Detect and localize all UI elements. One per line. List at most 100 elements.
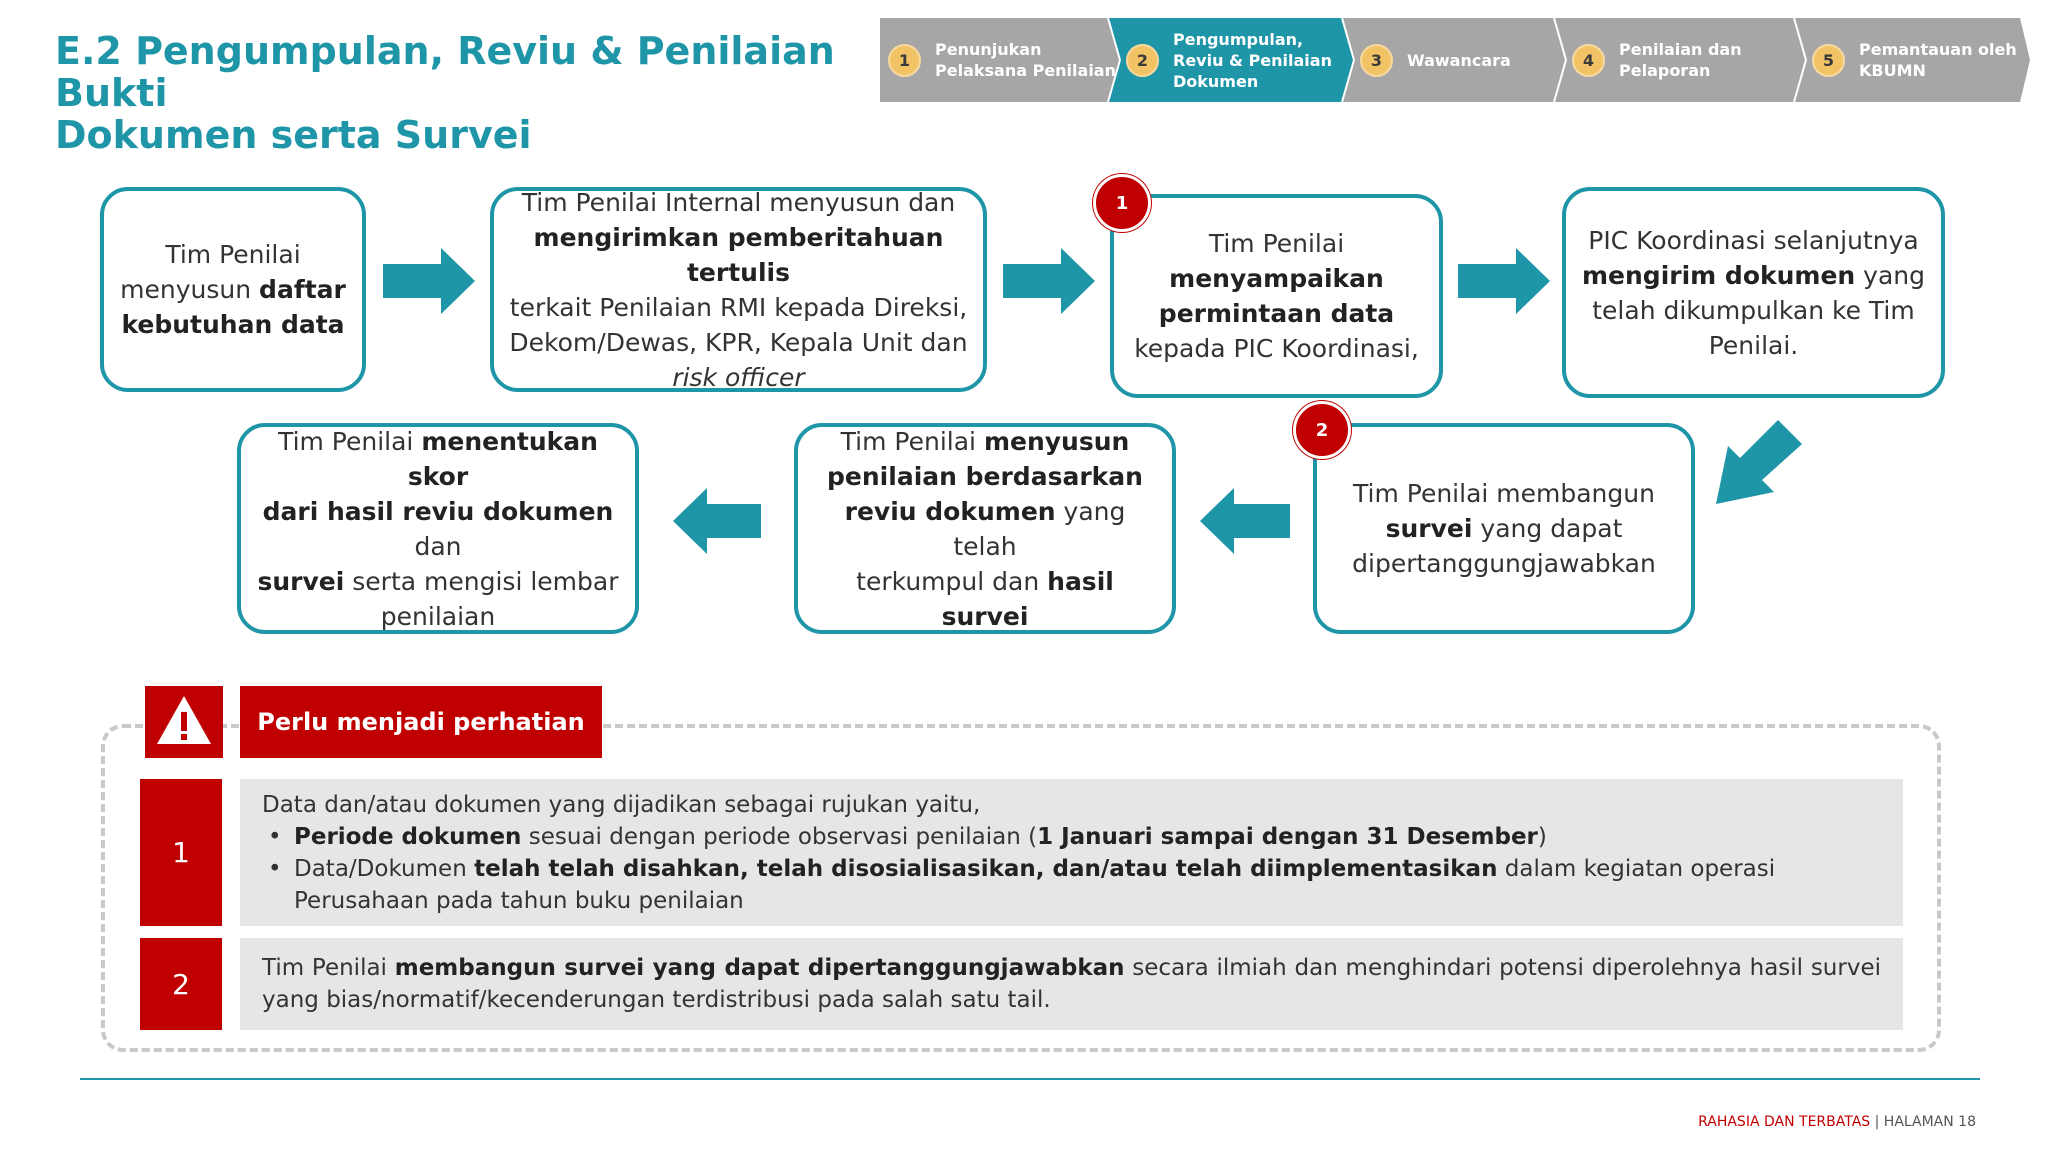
text: dan bbox=[414, 531, 462, 561]
step-divider bbox=[1107, 18, 1121, 61]
text: terkait Penilaian RMI kepada Direksi, bbox=[509, 292, 968, 322]
text-bold: mengirimkan pemberitahuan tertulis bbox=[533, 222, 944, 287]
arrow-right-icon bbox=[383, 248, 475, 314]
process-box-text: Tim Penilai menentukan skor dari hasil r… bbox=[253, 424, 623, 634]
text: telah dikumpulkan ke Tim bbox=[1592, 295, 1915, 325]
text: kepada PIC Koordinasi, bbox=[1134, 334, 1419, 363]
text-bold: Periode dokumen bbox=[294, 824, 522, 850]
step-label-line: Penunjukan bbox=[935, 40, 1042, 59]
text: PIC Koordinasi selanjutnya bbox=[1588, 225, 1919, 255]
text-bold: menyusun bbox=[983, 426, 1130, 456]
process-box-text: Tim Penilai menyusun penilaian berdasark… bbox=[810, 424, 1160, 634]
attention-item-1: Data dan/atau dokumen yang dijadikan seb… bbox=[240, 779, 1903, 926]
text-bold: 1 Januari sampai dengan 31 Desember bbox=[1037, 824, 1538, 850]
step-divider bbox=[1793, 59, 1807, 102]
step-number: 2 bbox=[1126, 43, 1159, 77]
attention-title: Perlu menjadi perhatian bbox=[240, 686, 602, 758]
step-divider bbox=[1793, 18, 1807, 61]
step-divider bbox=[1341, 59, 1355, 102]
step-2-bg bbox=[1108, 18, 1354, 102]
process-box-text: Tim Penilai menyampaikan permintaan data… bbox=[1134, 226, 1419, 366]
page-title: E.2 Pengumpulan, Reviu & Penilaian Bukti… bbox=[55, 30, 855, 156]
list-item: Data/Dokumen telah telah disahkan, telah… bbox=[262, 853, 1881, 917]
text: sesuai dengan periode observasi penilaia… bbox=[521, 824, 1038, 850]
step-label: Penunjukan Pelaksana Penilaian bbox=[935, 39, 1116, 81]
step-1[interactable]: 1 Penunjukan Pelaksana Penilaian bbox=[888, 18, 1116, 102]
step-5[interactable]: 5 Pemantauan oleh KBUMN bbox=[1812, 18, 2017, 102]
step-label-line: Wawancara bbox=[1407, 50, 1511, 70]
step-label-line: Penilaian dan bbox=[1619, 40, 1742, 59]
text: Tim Penilai bbox=[1208, 229, 1345, 258]
step-number: 1 bbox=[888, 43, 921, 77]
step-3[interactable]: 3 Wawancara bbox=[1360, 18, 1511, 102]
arrow-right-icon bbox=[1003, 248, 1095, 314]
process-stepper: 1 Penunjukan Pelaksana Penilaian 2 Pengu… bbox=[880, 18, 2030, 102]
step-badge-1: 1 bbox=[1093, 174, 1151, 232]
step-4[interactable]: 4 Penilaian dan Pelaporan bbox=[1572, 18, 1742, 102]
process-box-text: Tim Penilai membangun survei yang dapat … bbox=[1352, 476, 1656, 581]
footer-separator: | bbox=[1870, 1114, 1884, 1130]
text: Tim Penilai bbox=[262, 955, 395, 981]
footer-classification: RAHASIA DAN TERBATAS bbox=[1698, 1114, 1871, 1130]
text: dalam kegiatan operasi Perusahaan pada t… bbox=[294, 856, 1776, 914]
text-bold: mengirim dokumen bbox=[1582, 260, 1856, 290]
step-1-bg bbox=[880, 18, 1120, 102]
text-bold: menyampaikan bbox=[1169, 264, 1384, 293]
text: secara ilmiah dan menghindari potensi di… bbox=[262, 955, 1881, 1013]
process-box-6: Tim Penilai menyusun penilaian berdasark… bbox=[794, 423, 1176, 634]
arrow-right-icon bbox=[1458, 248, 1550, 314]
step-label-line: Dokumen bbox=[1173, 71, 1259, 91]
footer-page-number: HALAMAN 18 bbox=[1883, 1114, 1976, 1130]
step-divider bbox=[1553, 59, 1567, 102]
text-bold: reviu dokumen bbox=[844, 496, 1056, 526]
step-label-line: Pemantauan oleh bbox=[1859, 40, 2017, 59]
text-italic: risk officer bbox=[672, 362, 805, 392]
process-box-text: PIC Koordinasi selanjutnya mengirim doku… bbox=[1582, 223, 1925, 363]
process-box-1: Tim Penilai menyusun daftar kebutuhan da… bbox=[100, 187, 366, 392]
step-label-line: KBUMN bbox=[1859, 61, 1926, 80]
text: dipertanggungjawabkan bbox=[1352, 549, 1656, 578]
text-bold: hasil survei bbox=[941, 566, 1114, 631]
text-bold: survei bbox=[257, 566, 345, 596]
attention-item-intro: Data dan/atau dokumen yang dijadikan seb… bbox=[262, 792, 981, 818]
process-box-2: Tim Penilai Internal menyusun dan mengir… bbox=[490, 187, 987, 392]
step-label-line: Pengumpulan, bbox=[1173, 29, 1304, 49]
warning-icon-box bbox=[145, 686, 223, 758]
text-bold: telah telah disahkan, telah disosialisas… bbox=[474, 856, 1498, 882]
process-box-7: Tim Penilai menentukan skor dari hasil r… bbox=[237, 423, 639, 634]
text: Tim Penilai membangun bbox=[1353, 479, 1655, 508]
step-badge-2: 2 bbox=[1293, 401, 1351, 459]
step-label: Wawancara bbox=[1407, 50, 1511, 71]
text-bold: survei bbox=[1385, 514, 1473, 543]
text: ) bbox=[1537, 824, 1547, 850]
process-box-text: Tim Penilai Internal menyusun dan mengir… bbox=[506, 185, 971, 395]
process-box-5: Tim Penilai membangun survei yang dapat … bbox=[1313, 423, 1695, 634]
process-box-4: PIC Koordinasi selanjutnya mengirim doku… bbox=[1562, 187, 1945, 398]
arrow-down-left-icon bbox=[1716, 420, 1802, 504]
step-label: Penilaian dan Pelaporan bbox=[1619, 39, 1742, 81]
page-title-line2: Dokumen serta Survei bbox=[55, 113, 532, 157]
step-number: 4 bbox=[1572, 43, 1605, 77]
text: terkumpul dan bbox=[856, 566, 1048, 596]
step-label: Pemantauan oleh KBUMN bbox=[1859, 39, 2017, 81]
text-bold: menentukan skor bbox=[407, 426, 598, 491]
step-label: Pengumpulan, Reviu & Penilaian Dokumen bbox=[1173, 29, 1332, 92]
step-2[interactable]: 2 Pengumpulan, Reviu & Penilaian Dokumen bbox=[1126, 18, 1332, 102]
text: menyusun bbox=[120, 275, 260, 304]
list-item: Periode dokumen sesuai dengan periode ob… bbox=[262, 821, 1881, 853]
text: Dekom/Dewas, KPR, Kepala Unit dan bbox=[509, 327, 968, 357]
footer: RAHASIA DAN TERBATAS | HALAMAN 18 bbox=[1698, 1114, 1976, 1130]
text-bold: dari hasil reviu dokumen bbox=[262, 496, 614, 526]
step-label-line: Pelaksana Penilaian bbox=[935, 61, 1116, 80]
process-box-3: Tim Penilai menyampaikan permintaan data… bbox=[1110, 194, 1443, 398]
step-5-bg bbox=[1794, 18, 2030, 102]
footer-divider bbox=[80, 1078, 1980, 1080]
step-4-bg bbox=[1554, 18, 1806, 102]
step-divider bbox=[1107, 59, 1121, 102]
text-bold: membangun survei yang dapat dipertanggun… bbox=[394, 955, 1125, 981]
text-bold: permintaan data bbox=[1158, 299, 1395, 328]
text: Tim Penilai Internal menyusun dan bbox=[521, 187, 956, 217]
text: serta mengisi lembar bbox=[344, 566, 619, 596]
text: Penilai. bbox=[1708, 330, 1799, 360]
process-box-text: Tim Penilai menyusun daftar kebutuhan da… bbox=[120, 237, 346, 342]
